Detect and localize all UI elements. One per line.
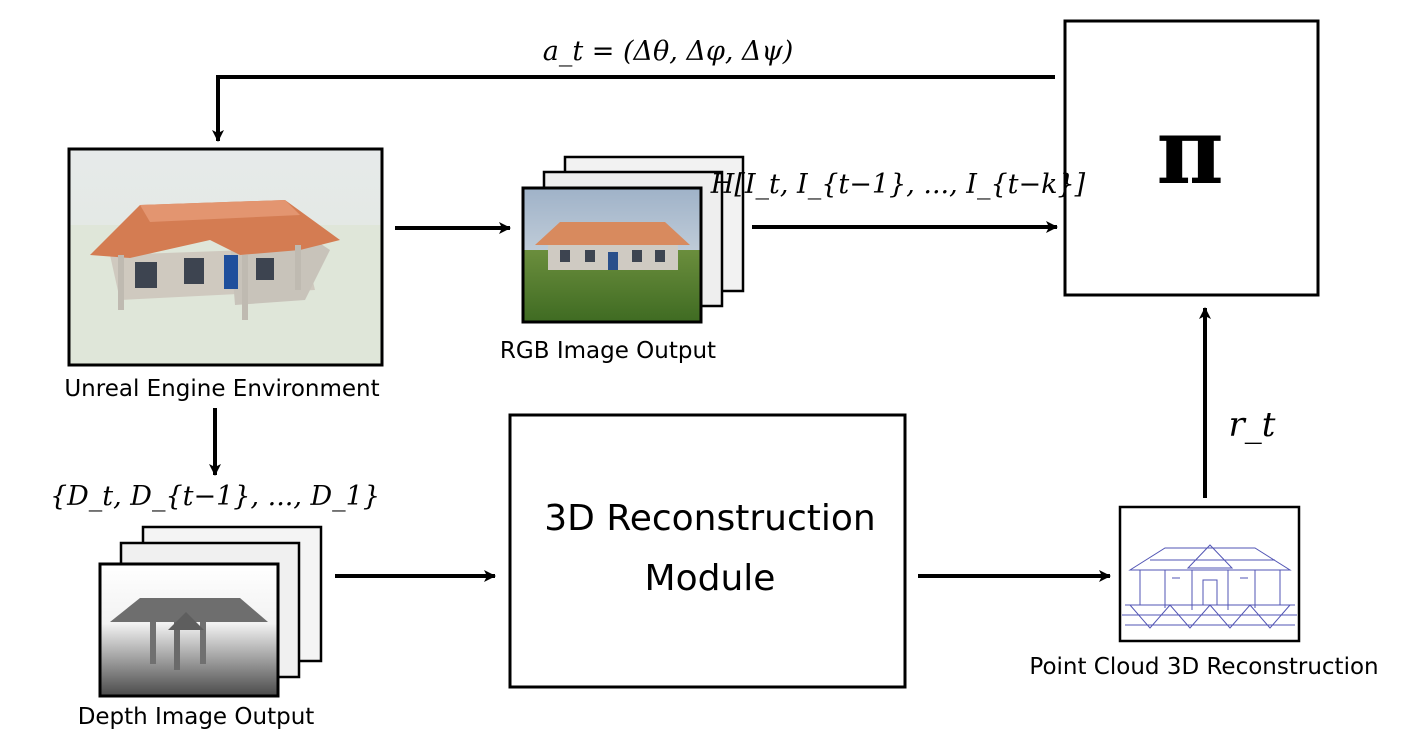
pointcloud-render (1122, 544, 1297, 629)
action-label: a_t = (Δθ, Δφ, Δψ) (543, 36, 793, 67)
depth-frame-front (98, 562, 280, 698)
recon-module-box (508, 413, 907, 689)
pointcloud-caption: Point Cloud 3D Reconstruction (1029, 654, 1378, 680)
unreal-node: Unreal Engine Environment (64, 147, 384, 402)
depth-node: Depth Image Output (78, 525, 323, 730)
action-edge: a_t = (Δθ, Δφ, Δψ) (212, 36, 1055, 142)
unreal-caption: Unreal Engine Environment (64, 376, 379, 402)
action-arrow (212, 75, 1055, 142)
rgb-frame-front (521, 186, 703, 324)
history-edge: H[I_t, I_{t−1}, ..., I_{t−k}] (710, 169, 1086, 233)
reward-edge: r_t (1199, 307, 1276, 498)
depth-caption: Depth Image Output (78, 704, 315, 730)
pointcloud-node: Point Cloud 3D Reconstruction (1029, 505, 1379, 680)
policy-box (1063, 19, 1320, 297)
policy-node: π (1063, 19, 1320, 297)
rgb-caption: RGB Image Output (500, 338, 716, 364)
unreal-screenshot (67, 147, 384, 367)
rgb-node: RGB Image Output (500, 155, 745, 364)
depth-set-label: {D_t, D_{t−1}, ..., D_1} (50, 481, 380, 512)
recon-module-title-line2: Module (645, 558, 776, 599)
policy-symbol: π (1156, 97, 1223, 205)
reward-label: r_t (1229, 405, 1276, 445)
history-label: H[I_t, I_{t−1}, ..., I_{t−k}] (710, 169, 1086, 200)
recon-module-node: 3D Reconstruction Module (508, 413, 907, 689)
pointcloud-frame (1120, 507, 1299, 641)
recon-module-title-line1: 3D Reconstruction (544, 498, 876, 539)
